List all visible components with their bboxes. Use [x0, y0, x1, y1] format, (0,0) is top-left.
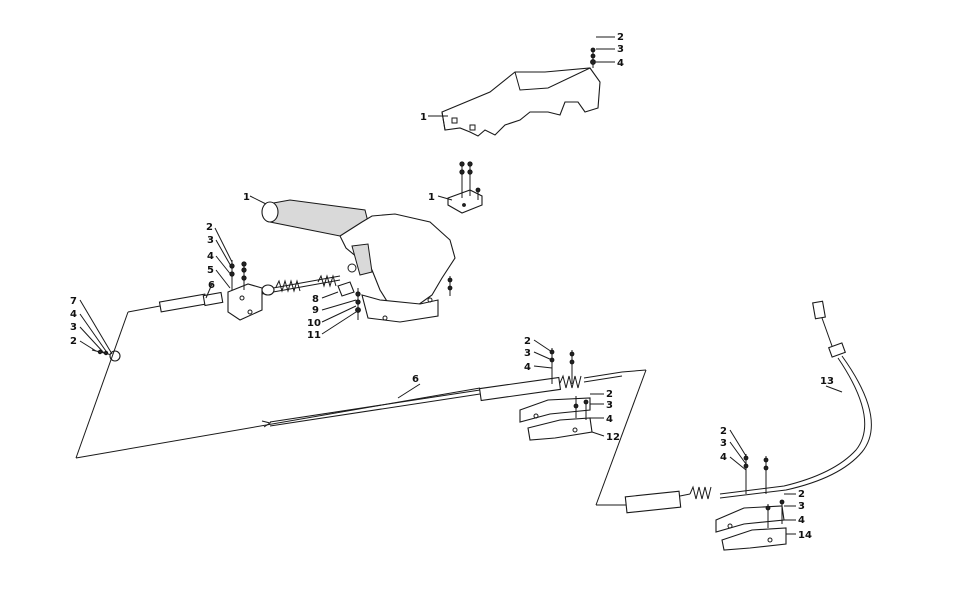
- left-mount-assembly: 2 3 4 5 6: [127, 222, 341, 321]
- callout-7: 7: [70, 296, 77, 307]
- callout-4: 4: [617, 58, 624, 69]
- callout-4: 4: [606, 414, 613, 425]
- callout-3: 3: [617, 44, 624, 55]
- callout-12: 12: [606, 432, 620, 443]
- callout-9: 9: [312, 305, 319, 316]
- callout-10: 10: [307, 318, 321, 329]
- callout-2: 2: [606, 389, 613, 400]
- callout-3: 3: [798, 501, 805, 512]
- callout-3: 3: [207, 235, 214, 246]
- callout-4: 4: [720, 452, 727, 463]
- callout-13: 13: [820, 376, 834, 387]
- callout-6: 6: [412, 374, 419, 385]
- right-mount-hardware: 8 9 10 11: [307, 276, 453, 341]
- top-bracket: [441, 67, 601, 137]
- callout-3: 3: [606, 400, 613, 411]
- callout-11: 11: [307, 330, 321, 341]
- callout-2: 2: [524, 336, 531, 347]
- callout-6: 6: [208, 280, 215, 291]
- lever-base-plate: [361, 294, 439, 323]
- guide-line: [75, 311, 129, 459]
- callout-1: 1: [243, 192, 250, 203]
- small-bracket-assembly: 1: [428, 161, 483, 214]
- callout-14: 14: [798, 530, 812, 541]
- bracket-hole: [451, 117, 458, 124]
- small-bracket: [447, 189, 483, 214]
- nut: [337, 281, 355, 297]
- guide-line: [595, 369, 647, 506]
- callout-3: 3: [524, 348, 531, 359]
- adjuster-nut: [261, 284, 275, 296]
- right-cable-assembly: 13 2 3 4 2 3 4 14: [624, 300, 872, 551]
- cable-ferrule: [828, 342, 846, 358]
- spring: [317, 274, 337, 288]
- washer: [590, 53, 596, 59]
- cable-eye: [109, 350, 121, 362]
- handle-lever-assembly: 1: [243, 192, 456, 323]
- spring: [275, 279, 301, 293]
- callout-8: 8: [312, 294, 319, 305]
- handle-end-cap: [261, 201, 279, 223]
- callout-2: 2: [798, 489, 805, 500]
- cable-end-hardware: 7 4 3 2: [70, 296, 121, 362]
- nut: [590, 59, 596, 65]
- callout-2: 2: [720, 426, 727, 437]
- clamp-plate: [721, 527, 787, 551]
- callout-5: 5: [207, 265, 214, 276]
- cable-sheath: [624, 490, 682, 514]
- bracket-hole: [469, 124, 476, 131]
- middle-cable-assembly: 6 2 3 4 2 3 4 12: [75, 311, 647, 506]
- callout-3: 3: [70, 322, 77, 333]
- cable-housing: [158, 293, 208, 313]
- guide-line: [75, 387, 481, 459]
- left-mount-bracket: [227, 283, 263, 321]
- clamp-plate: [715, 505, 785, 533]
- right-cable: [719, 355, 872, 499]
- cable-sheath: [478, 376, 562, 402]
- washer: [590, 47, 596, 53]
- callout-4: 4: [207, 251, 214, 262]
- cable-end-fitting: [812, 300, 826, 320]
- guide-line: [621, 369, 647, 373]
- callout-4: 4: [524, 362, 531, 373]
- spring: [559, 374, 582, 389]
- callout-2: 2: [617, 32, 624, 43]
- callout-4: 4: [70, 309, 77, 320]
- top-bracket-assembly: 1 2 3 4: [420, 32, 624, 137]
- middle-cable: [269, 389, 481, 423]
- callout-1: 1: [420, 112, 427, 123]
- callout-4: 4: [798, 515, 805, 526]
- callout-1: 1: [428, 192, 435, 203]
- spring: [689, 485, 712, 500]
- clamp-plate: [527, 417, 593, 441]
- callout-2: 2: [70, 336, 77, 347]
- cable-end-fitting: [202, 291, 224, 307]
- callout-2: 2: [206, 222, 213, 233]
- callout-3: 3: [720, 438, 727, 449]
- pivot-hole: [347, 263, 357, 273]
- lever-pivot: [351, 243, 373, 276]
